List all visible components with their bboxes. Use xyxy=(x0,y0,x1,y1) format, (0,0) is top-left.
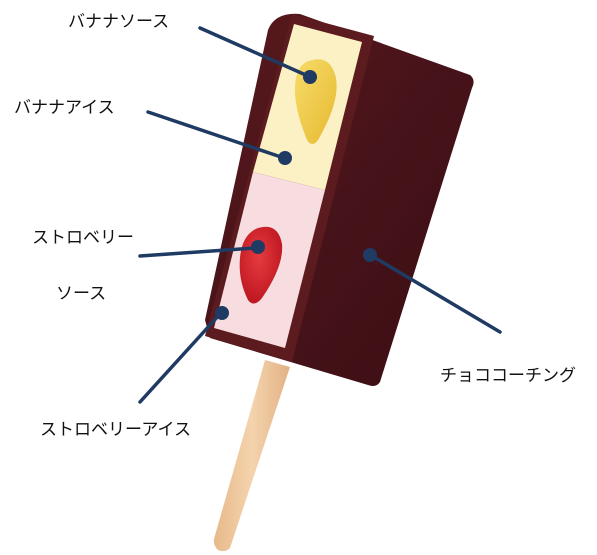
wooden-stick xyxy=(213,360,290,552)
marker-dot-strawberry-ice xyxy=(215,306,229,320)
marker-dot-strawberry-sauce xyxy=(251,240,265,254)
marker-dot-chocolate-coating xyxy=(363,248,377,262)
leader-line-strawberry-ice xyxy=(138,312,222,404)
label-chocolate-coating: チョココーチング xyxy=(440,366,576,386)
leader-dots xyxy=(215,70,377,320)
label-banana-sauce: バナナソース xyxy=(68,12,170,32)
label-strawberry-sauce-line2: ソース xyxy=(56,284,107,304)
leader-line-banana-sauce xyxy=(198,26,310,78)
leader-line-banana-ice xyxy=(146,110,286,160)
marker-dot-banana-ice xyxy=(278,151,292,165)
leader-line-strawberry-sauce xyxy=(138,246,257,258)
label-banana-ice: バナナアイス xyxy=(14,98,115,118)
marker-dot-banana-sauce xyxy=(303,70,317,84)
leader-line-chocolate-coating xyxy=(370,254,502,334)
strawberry-sauce-droplet xyxy=(239,226,283,304)
label-strawberry-ice: ストロベリーアイス xyxy=(40,420,191,440)
label-strawberry-sauce-line1: ストロベリー xyxy=(32,228,134,248)
leader-lines xyxy=(138,26,502,404)
